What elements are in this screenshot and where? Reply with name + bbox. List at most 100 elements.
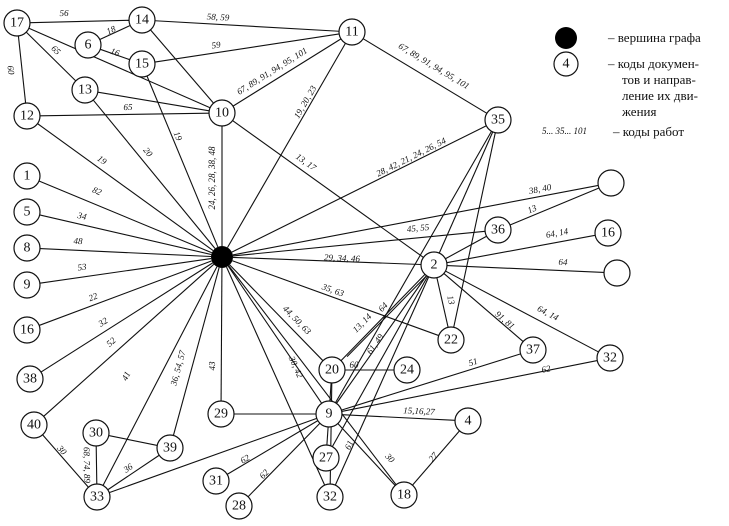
edge-n30-n39 [108,435,158,446]
node-label: 16 [20,323,34,338]
graph-node-n2: 2 [420,251,448,279]
node-circle [519,336,547,364]
node-circle [13,162,41,190]
node-label: 30 [89,426,103,441]
edges-group [17,19,605,498]
edge-n35-n22 [453,132,496,328]
edge-n17-n14 [29,19,130,24]
graph-node-n5: 5 [13,198,41,226]
edge-hub-n40 [43,263,215,417]
edge-label: 27 [426,450,440,464]
edge-n39-n33 [107,454,160,491]
graph-node-n18: 18 [390,481,418,509]
node-label: 28 [232,499,246,514]
graph-node-n8: 8 [13,234,41,262]
node-circle [484,106,512,134]
edge-hub-n35 [231,125,487,253]
legend-node-sample: 4 [563,57,570,72]
graph-hub-vertex [211,246,233,268]
node-label: 6 [85,38,92,53]
edge-hub-n2 [232,256,422,266]
node-circle [597,169,625,197]
legend: – вершина графа 4 – коды докумен- тов и … [542,27,701,139]
edge-label: 30 [383,451,397,465]
edge-label: 65 [123,102,133,112]
edge-n14-n10 [150,29,214,104]
legend-works-sample: 5... 35... 101 [542,126,587,136]
edge-n40-n33 [42,434,89,488]
graph-node-n39: 39 [156,434,184,462]
edge-n13-n10 [97,91,210,112]
node-circle [128,6,156,34]
graph-node-n33: 33 [83,483,111,511]
edge-hub-n36 [232,230,486,257]
edge-n2-n9 [336,275,427,404]
edge-label: 61 [343,439,356,451]
edge-label: 35, 63 [320,281,346,299]
graph-node-n37: 37 [519,336,547,364]
edge-label: 62 [541,363,552,375]
edge-n2-n22 [436,277,449,328]
node-circle [202,467,230,495]
edge-label: 53 [77,261,88,272]
graph-node-n29: 29 [207,400,235,428]
node-label: 39 [163,441,177,456]
edge-label: 60 [350,360,360,370]
node-label: 33 [90,490,104,505]
node-circle [393,356,421,384]
edge-label: 24, 26, 28, 38, 48 [207,146,217,210]
edge-label: 32 [96,315,110,329]
node-label: 11 [345,25,358,40]
node-label: 9 [24,278,31,293]
node-label: 12 [20,109,34,124]
node-label: 16 [601,226,615,241]
edge-label: 19 [172,130,185,143]
edge-n9-n4 [341,414,456,421]
edge-n10-n2 [232,120,424,258]
graph-node-n14: 14 [128,6,156,34]
edge-label: 16 [109,46,121,59]
edge-label: 30 [55,443,69,457]
edge-n11-n35 [362,38,488,114]
node-circle [390,481,418,509]
edge-hub-n9 [227,265,323,404]
node-circle [315,400,343,428]
edge-n9-n37 [341,353,521,411]
node-circle [20,411,48,439]
node-label: 13 [78,83,92,98]
edge-n2-n37 [443,273,524,342]
node-circle [71,76,99,104]
edge-label: 62 [239,452,252,465]
node-circle [82,419,110,447]
edge-n15-n11 [154,33,340,63]
node-circle [13,316,41,344]
graph-node-n16b: 16 [594,219,622,247]
graph-node-n12: 12 [13,102,41,130]
edge-hub-n33 [102,266,218,486]
edge-hub-n1 [38,180,213,254]
edge-hub-n15 [146,75,219,248]
edge-n20-n9 [329,382,332,402]
edge-label: 68, 74, 89 [82,447,93,484]
edge-hub-n20 [229,264,324,362]
node-circle [83,483,111,511]
node-circle [437,326,465,354]
node-circle [13,234,41,262]
edge-label: 43 [207,361,217,371]
node-circle [225,492,253,520]
edge-label: 65 [49,43,63,57]
graph-node-n15: 15 [128,50,156,78]
node-circle [13,271,41,299]
node-label: 1 [24,169,31,184]
edge-n9-n27 [326,426,329,446]
edge-label: 91, 81 [493,309,517,331]
edge-hub-n13 [92,99,216,249]
node-label: 29 [214,407,228,422]
node-label: 40 [27,418,41,433]
graph-node-n4: 4 [454,407,482,435]
legend-vertex-symbol [555,27,577,49]
node-label: 4 [465,414,472,429]
